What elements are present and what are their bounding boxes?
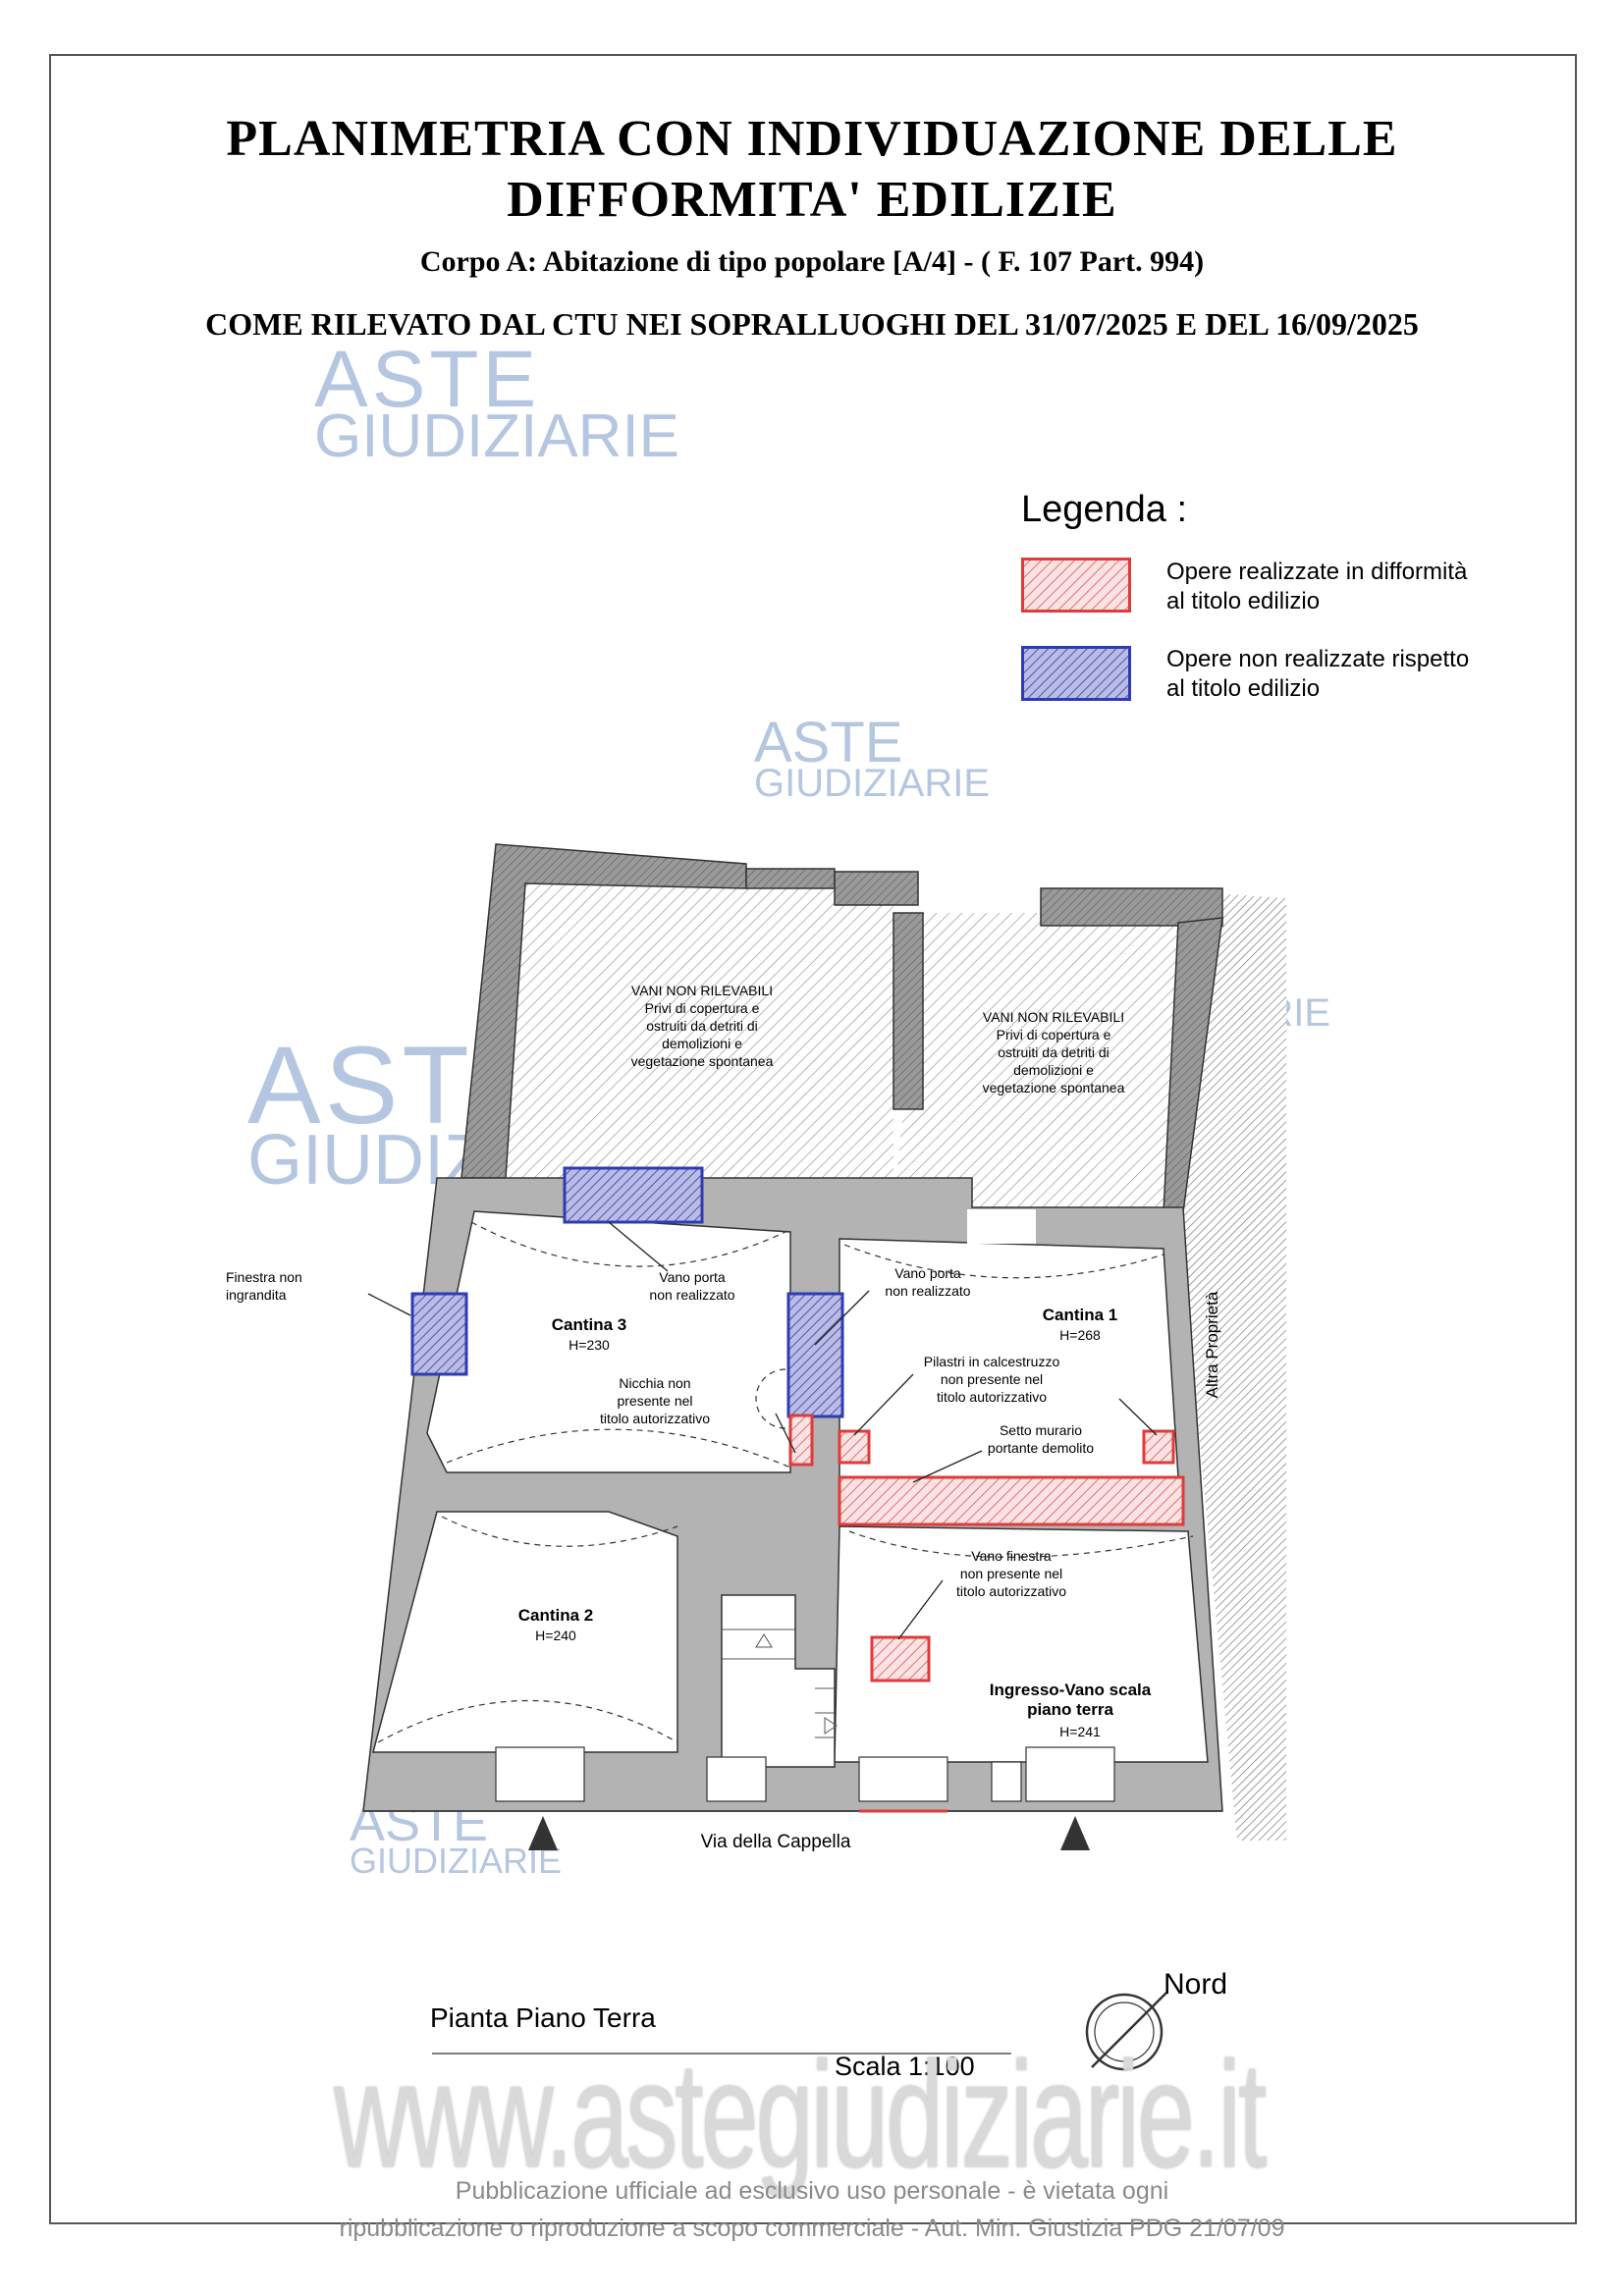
unreachable-area xyxy=(461,883,893,1178)
window-opening xyxy=(706,1756,767,1802)
street-label: Via della Cappella xyxy=(700,1832,851,1852)
pillar-nonconforming xyxy=(1142,1429,1175,1465)
wall xyxy=(1040,887,1223,927)
not-realized-door-cantina-3 xyxy=(563,1166,704,1224)
not-realized-door-cantina-1 xyxy=(786,1292,844,1418)
wall xyxy=(893,912,924,1110)
survey-note: COME RILEVATO DAL CTU NEI SOPRALLUOGHI D… xyxy=(205,306,1419,342)
room-name: Cantina 1 xyxy=(1042,1306,1118,1324)
north-label: Nord xyxy=(1164,1968,1228,2001)
title-line-1: PLANIMETRIA CON INDIVIDUAZIONE DELLE xyxy=(226,111,1398,167)
room-height: H=240 xyxy=(535,1628,576,1643)
plan-name: Pianta Piano Terra xyxy=(430,2002,656,2033)
site-watermark: www.astegiudiziarie.it xyxy=(334,2031,1267,2200)
wall xyxy=(834,871,919,906)
watermark-logo: ASTE GIUDIZIARIE xyxy=(314,335,680,470)
legend-title: Legenda : xyxy=(1021,489,1188,530)
room-name: Cantina 2 xyxy=(517,1606,594,1625)
watermark-logo: ASTE GIUDIZIARIE xyxy=(754,711,991,805)
room-height: H=268 xyxy=(1059,1327,1101,1343)
subtitle: Corpo A: Abitazione di tipo popolare [A/… xyxy=(419,245,1205,278)
room-cantina-3 xyxy=(426,1210,791,1473)
unreachable-area xyxy=(893,913,1178,1207)
other-property-label: Altra Proprietà xyxy=(1203,1291,1221,1399)
legend-swatch-blue xyxy=(1021,646,1131,701)
title-line-2: DIFFORMITA' EDILIZIE xyxy=(507,172,1117,228)
pillar-nonconforming xyxy=(838,1429,871,1465)
sheet-frame xyxy=(49,54,1577,2224)
entrance-door xyxy=(1025,1746,1115,1802)
other-property-area xyxy=(1176,893,1286,1841)
room-ingresso xyxy=(834,1525,1209,1763)
window-nonconforming xyxy=(870,1635,931,1682)
footer-line-2: ripubblicazione o riproduzione a scopo c… xyxy=(339,2215,1285,2242)
entrance-door xyxy=(495,1746,585,1802)
room-height: H=241 xyxy=(1059,1724,1101,1739)
wall xyxy=(745,868,836,889)
niche-nonconforming xyxy=(788,1414,814,1467)
north-arrow-icon xyxy=(1085,1992,1167,2071)
scale-label: Scala 1:100 xyxy=(835,2052,975,2081)
door-gap xyxy=(967,1209,1036,1244)
legend-swatch-red xyxy=(1021,558,1131,613)
window-opening xyxy=(858,1756,948,1802)
room-height: H=230 xyxy=(568,1337,610,1353)
footer-line-1: Pubblicazione ufficiale ad esclusivo uso… xyxy=(455,2177,1169,2205)
not-realized-window xyxy=(410,1292,468,1376)
entrance-arrow-icon xyxy=(528,1816,558,1850)
entrance-arrow-icon xyxy=(1060,1816,1090,1850)
room-cantina-2 xyxy=(372,1511,678,1753)
demolished-wall xyxy=(838,1475,1185,1526)
room-name: Cantina 3 xyxy=(551,1315,627,1334)
window-opening xyxy=(991,1761,1022,1802)
